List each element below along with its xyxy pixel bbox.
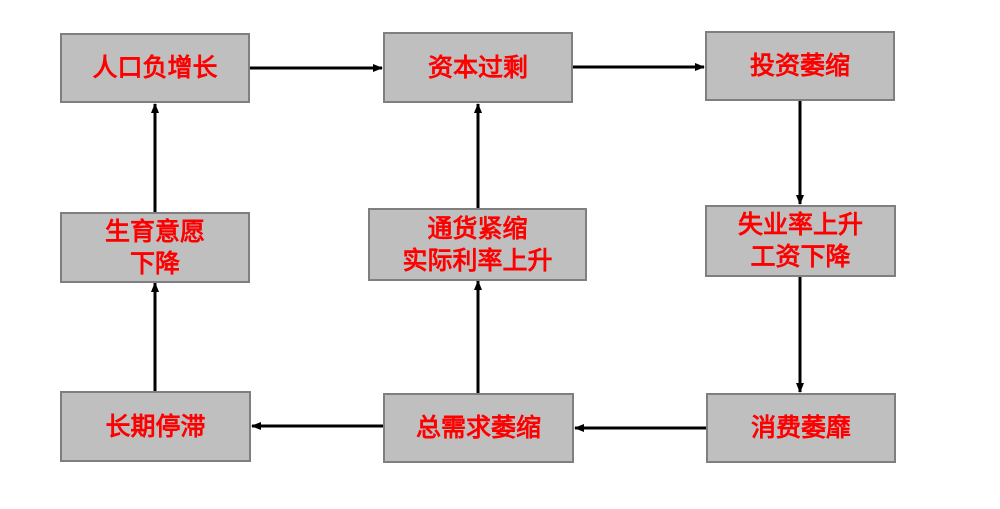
node-unemployment: 失业率上升 工资下降 bbox=[705, 205, 896, 277]
node-deflation: 通货紧缩 实际利率上升 bbox=[368, 208, 587, 281]
node-label-line-1: 失业率上升 bbox=[737, 210, 863, 239]
node-label-line-1: 通货紧缩 bbox=[427, 213, 528, 243]
node-population-decline: 人口负增长 bbox=[60, 33, 250, 103]
node-label-line-1: 生育意愿 bbox=[104, 216, 205, 246]
node-consumption-decline: 消费萎靡 bbox=[706, 393, 896, 463]
node-label: 人口负增长 bbox=[92, 53, 218, 82]
node-stagnation: 长期停滞 bbox=[60, 391, 251, 462]
node-label: 投资萎缩 bbox=[749, 51, 850, 80]
node-label: 长期停滞 bbox=[105, 411, 206, 441]
node-fertility-decline: 生育意愿 下降 bbox=[60, 212, 250, 283]
node-investment-shrink: 投资萎缩 bbox=[705, 31, 895, 101]
node-label-line-2: 工资下降 bbox=[750, 242, 851, 271]
node-label: 资本过剩 bbox=[427, 52, 528, 82]
node-label-line-2: 下降 bbox=[129, 248, 180, 278]
node-label-line-2: 实际利率上升 bbox=[402, 245, 553, 275]
node-capital-surplus: 资本过剩 bbox=[383, 32, 573, 103]
node-label: 总需求萎缩 bbox=[415, 413, 541, 442]
node-label: 消费萎靡 bbox=[750, 413, 851, 442]
node-demand-shrink: 总需求萎缩 bbox=[383, 393, 574, 463]
